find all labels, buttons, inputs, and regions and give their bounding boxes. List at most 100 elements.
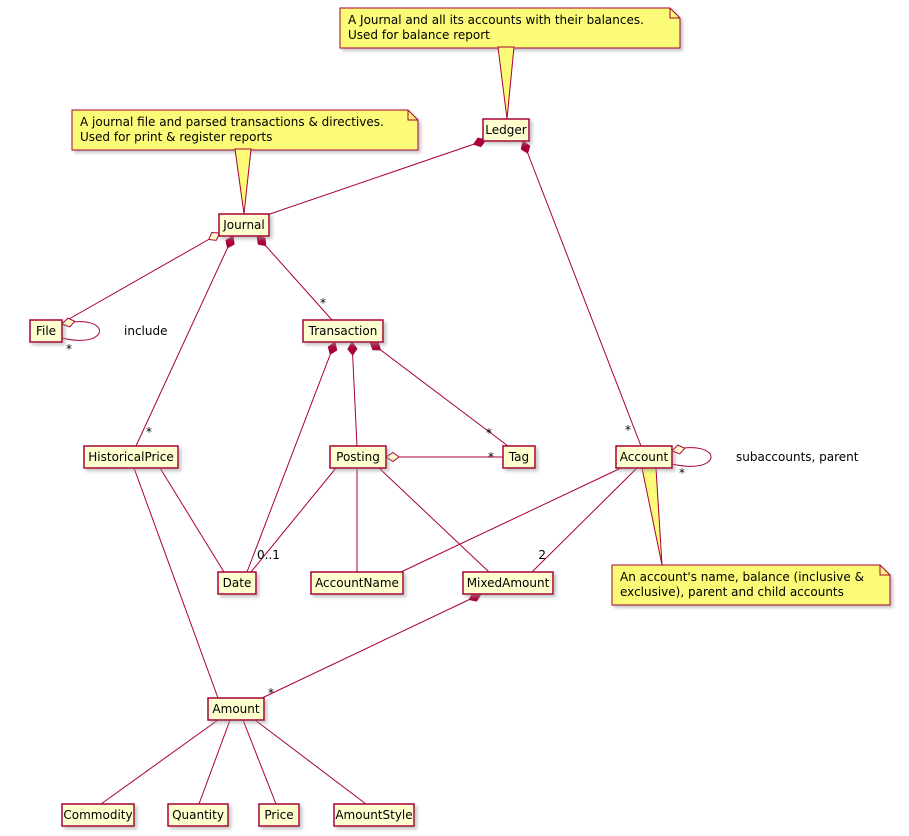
note-pointer-to-account bbox=[641, 467, 663, 566]
edge-amount-commodity bbox=[100, 719, 219, 805]
edge-loop bbox=[61, 321, 100, 341]
class-label: Journal bbox=[222, 218, 265, 232]
edge-journal-file bbox=[61, 232, 221, 324]
note-text-line: A Journal and all its accounts with thei… bbox=[348, 13, 644, 27]
class-box bbox=[462, 571, 554, 595]
edge-transaction-posting bbox=[347, 341, 358, 447]
edge-account-subaccounts-loop bbox=[671, 444, 712, 467]
class-commodity: Commodity bbox=[61, 803, 135, 827]
edge-line bbox=[256, 235, 333, 321]
class-ledger: Ledger bbox=[482, 118, 530, 142]
class-file: File bbox=[29, 319, 63, 343]
aggregation-diamond-icon bbox=[61, 317, 76, 328]
edge-line bbox=[261, 593, 482, 699]
note-fold-icon bbox=[407, 110, 418, 121]
multiplicity-label: * bbox=[488, 450, 494, 464]
class-label: MixedAmount bbox=[467, 576, 550, 590]
note-body bbox=[339, 7, 681, 49]
edge-line bbox=[61, 232, 221, 324]
note-pointer-to-ledger bbox=[497, 46, 515, 120]
note-balance: A Journal and all its accounts with thei… bbox=[339, 7, 681, 49]
edge-line bbox=[522, 140, 642, 447]
edge-posting-date bbox=[250, 467, 337, 573]
class-box bbox=[218, 213, 270, 237]
edge-line bbox=[369, 341, 509, 447]
class-box bbox=[333, 803, 415, 827]
class-label: Price bbox=[264, 808, 293, 822]
edge-historicalprice-amount bbox=[133, 467, 219, 699]
multiplicity-label: 2 bbox=[538, 548, 546, 562]
class-label: Quantity bbox=[172, 808, 224, 822]
class-box bbox=[29, 319, 63, 343]
multiplicity-label: 0..1 bbox=[257, 548, 280, 562]
class-account: Account bbox=[615, 445, 673, 469]
class-price: Price bbox=[258, 803, 300, 827]
note-pointer-to-journal bbox=[234, 148, 252, 215]
composition-diamond-icon bbox=[225, 235, 235, 249]
edge-label-subaccounts-parent: subaccounts, parent bbox=[736, 450, 859, 464]
aggregation-diamond-icon bbox=[385, 451, 400, 463]
edge-historicalprice-date bbox=[159, 467, 225, 573]
class-box bbox=[615, 445, 673, 469]
class-box bbox=[207, 697, 265, 721]
class-tag: Tag bbox=[502, 445, 536, 469]
edge-amount-amountstyle bbox=[254, 719, 367, 805]
edge-posting-tag bbox=[385, 451, 503, 463]
edge-labels: * * * * * * * * 0..1 2 include subaccoun… bbox=[66, 296, 859, 700]
note-text-line: An account's name, balance (inclusive & bbox=[620, 570, 864, 584]
edge-journal-historicalprice bbox=[135, 235, 235, 447]
class-label: Commodity bbox=[63, 808, 132, 822]
class-box bbox=[61, 803, 135, 827]
class-box bbox=[217, 571, 257, 595]
edge-posting-mixedamount bbox=[378, 467, 490, 573]
class-label: AmountStyle bbox=[335, 808, 412, 822]
class-box bbox=[258, 803, 300, 827]
edge-line bbox=[246, 341, 336, 573]
note-body bbox=[71, 109, 419, 151]
class-box bbox=[502, 445, 536, 469]
composition-diamond-icon bbox=[256, 235, 267, 247]
multiplicity-label: * bbox=[320, 296, 326, 310]
aggregation-diamond-icon bbox=[208, 232, 221, 241]
class-box bbox=[329, 445, 387, 469]
class-label: Ledger bbox=[485, 123, 526, 137]
edge-file-include-loop bbox=[61, 317, 100, 341]
note-text-line: exclusive), parent and child accounts bbox=[620, 585, 844, 599]
multiplicity-label: * bbox=[66, 342, 72, 356]
class-label: File bbox=[36, 324, 56, 338]
class-box bbox=[310, 571, 404, 595]
class-quantity: Quantity bbox=[167, 803, 229, 827]
aggregation-diamond-icon bbox=[671, 444, 686, 455]
class-label: Posting bbox=[336, 450, 380, 464]
edge-account-accountname bbox=[400, 467, 622, 573]
note-account: An account's name, balance (inclusive & … bbox=[611, 564, 891, 606]
edge-transaction-date bbox=[246, 341, 338, 573]
edge-line bbox=[135, 235, 234, 447]
edge-amount-price bbox=[242, 719, 277, 805]
class-historicalprice: HistoricalPrice bbox=[83, 445, 179, 469]
edges bbox=[61, 137, 712, 805]
class-label: HistoricalPrice bbox=[88, 450, 173, 464]
composition-diamond-icon bbox=[327, 341, 338, 355]
class-accountname: AccountName bbox=[310, 571, 404, 595]
class-amountstyle: AmountStyle bbox=[333, 803, 415, 827]
edge-line bbox=[351, 341, 358, 447]
composition-diamond-icon bbox=[347, 341, 358, 356]
edge-journal-transaction bbox=[256, 235, 333, 321]
multiplicity-label: * bbox=[679, 466, 685, 480]
class-box bbox=[83, 445, 179, 469]
class-label: AccountName bbox=[315, 576, 399, 590]
edge-label-include: include bbox=[124, 324, 167, 338]
note-text-line: Used for print & register reports bbox=[80, 130, 272, 144]
multiplicity-label: * bbox=[625, 423, 631, 437]
edge-line bbox=[263, 139, 487, 217]
multiplicity-label: * bbox=[146, 425, 152, 439]
class-journal: Journal bbox=[218, 213, 270, 237]
class-label: Tag bbox=[508, 450, 529, 464]
edge-ledger-account bbox=[520, 140, 642, 447]
edge-mixedamount-amount bbox=[261, 592, 482, 699]
edge-amount-quantity bbox=[198, 719, 231, 805]
multiplicity-label: * bbox=[268, 686, 274, 700]
